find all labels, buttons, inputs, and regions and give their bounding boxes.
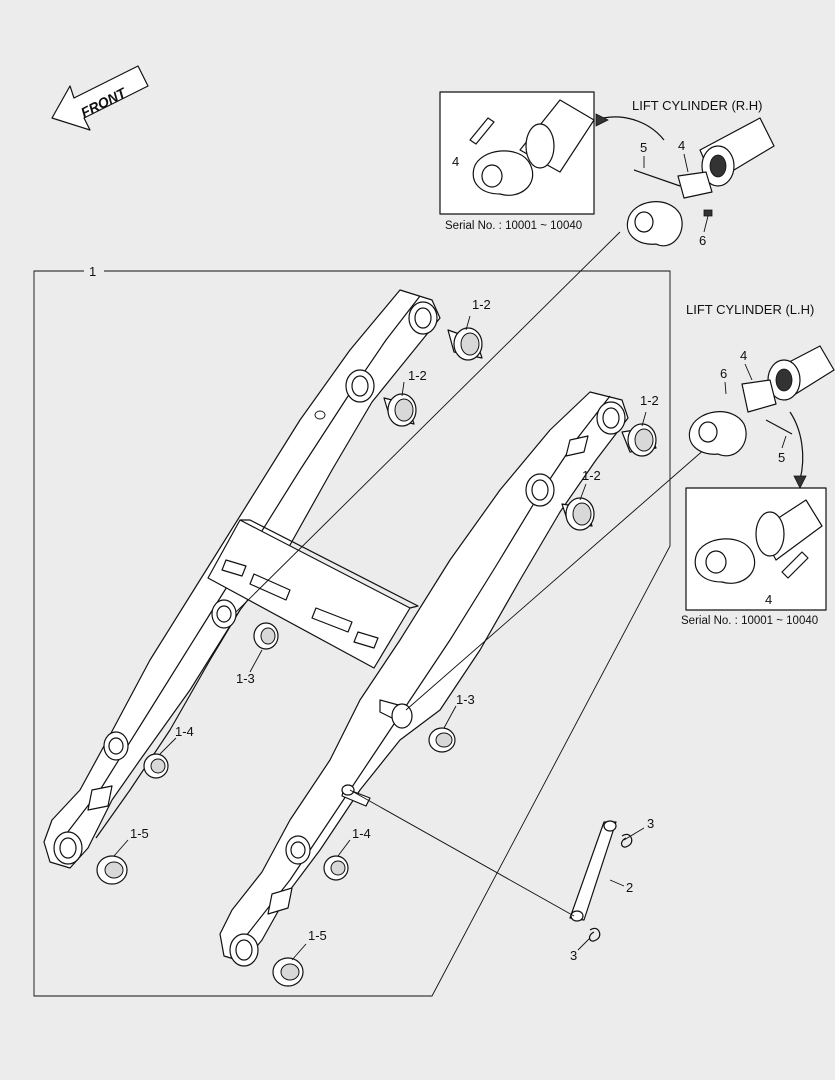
callout-1-2-c: 1-2 — [640, 393, 659, 408]
lift-cylinder-rh-title: LIFT CYLINDER (R.H) — [632, 98, 763, 113]
lh-inset-serial: Serial No. : 10001 ~ 10040 — [681, 615, 818, 627]
callout-2: 2 — [626, 880, 633, 895]
leader-lines — [113, 231, 707, 961]
callout-1-5-a: 1-5 — [130, 826, 149, 841]
lh-part-5: 5 — [778, 450, 785, 465]
bushing-lh-foot — [272, 957, 304, 987]
bushing-lh-upper-b — [561, 497, 595, 531]
bushing-lh-upper-a — [621, 423, 657, 457]
bushing-rh-upper-a — [447, 327, 483, 361]
callout-labels: 1-2 1-2 1-2 1-2 1-3 1-3 1-4 1-4 1-5 1-5 … — [130, 297, 659, 963]
rh-part-6: 6 — [699, 233, 706, 248]
callout-3-lower: 3 — [570, 948, 577, 963]
lift-cylinder-rh: LIFT CYLINDER (R.H) 5 4 6 — [626, 98, 775, 248]
lh-part-6: 6 — [720, 366, 727, 381]
lh-inset-part-4: 4 — [765, 592, 772, 607]
lh-boom-arm — [219, 391, 629, 967]
front-arrow: FRONT — [51, 65, 149, 131]
rh-inset-serial: Serial No. : 10001 ~ 10040 — [445, 220, 582, 232]
cross-tube — [207, 519, 419, 669]
lh-serial-inset: 4 Serial No. : 10001 ~ 10040 — [681, 411, 827, 627]
bushing-rh-upper-b — [383, 393, 417, 427]
main-frame-box: 1 — [33, 264, 671, 997]
bushing-rh-foot — [96, 855, 128, 885]
callout-1-3-a: 1-3 — [236, 671, 255, 686]
callout-1-4-a: 1-4 — [175, 724, 194, 739]
rh-inset-part-4: 4 — [452, 154, 459, 169]
link-assembly — [349, 789, 645, 951]
callout-1-2-d: 1-2 — [582, 468, 601, 483]
lift-cylinder-lh: LIFT CYLINDER (L.H) 6 4 5 — [686, 302, 835, 465]
callout-1-3-b: 1-3 — [456, 692, 475, 707]
bushing-lh-lower — [323, 855, 349, 881]
callout-1-2-b: 1-2 — [408, 368, 427, 383]
lift-cylinder-lh-title: LIFT CYLINDER (L.H) — [686, 302, 814, 317]
bushing-rh-lower — [143, 753, 169, 779]
rh-serial-inset: 4 Serial No. : 10001 ~ 10040 — [439, 91, 665, 232]
rh-part-5: 5 — [640, 140, 647, 155]
lh-part-4: 4 — [740, 348, 747, 363]
bushing-lh-mid — [428, 727, 456, 753]
callout-1-4-b: 1-4 — [352, 826, 371, 841]
bushing-rh-mid — [253, 622, 279, 650]
callout-1-5-b: 1-5 — [308, 928, 327, 943]
callout-3-upper: 3 — [647, 816, 654, 831]
callout-1-2-a: 1-2 — [472, 297, 491, 312]
callout-main-frame: 1 — [89, 264, 96, 279]
rh-part-4: 4 — [678, 138, 685, 153]
bushings — [96, 327, 657, 987]
